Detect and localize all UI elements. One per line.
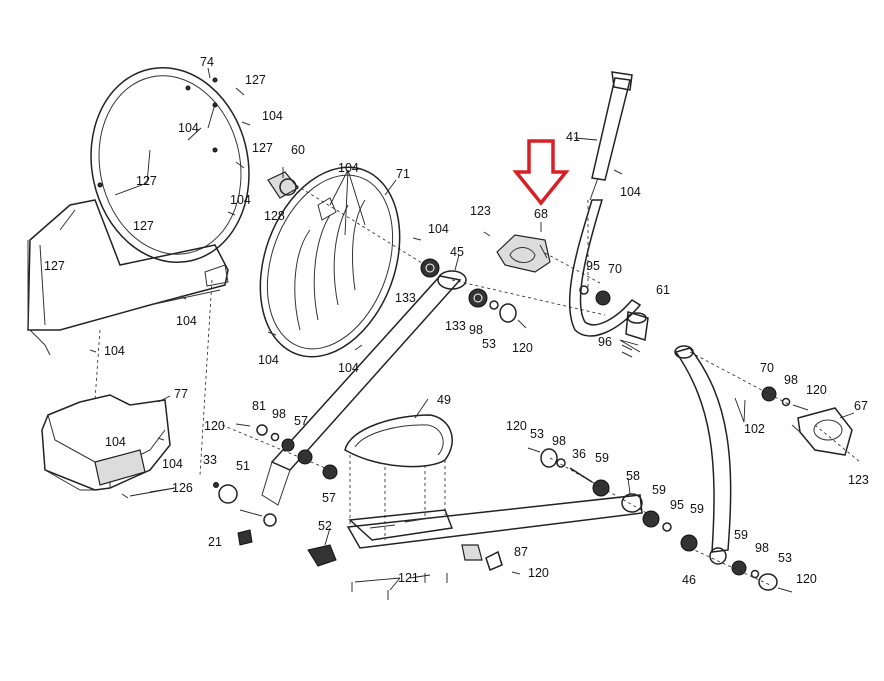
pedal-arm-45 xyxy=(261,270,467,527)
callout-68: 68 xyxy=(534,207,548,221)
callout-45: 45 xyxy=(450,245,464,259)
callout-104: 104 xyxy=(178,121,199,135)
bottom-shroud-77 xyxy=(41,394,171,491)
callout-104: 104 xyxy=(230,193,251,207)
callout-53: 53 xyxy=(530,427,544,441)
callout-59: 59 xyxy=(595,451,609,465)
callout-104: 104 xyxy=(162,457,183,471)
callout-60: 60 xyxy=(291,143,305,157)
callout-70: 70 xyxy=(760,361,774,375)
callout-133: 133 xyxy=(395,291,416,305)
callout-104: 104 xyxy=(338,161,359,175)
washers-98-53 xyxy=(489,300,527,329)
callout-67: 67 xyxy=(854,399,868,413)
callout-133: 133 xyxy=(445,319,466,333)
callout-labels: 74 127 104 104 127 127 104 127 127 104 1… xyxy=(44,55,869,587)
left-pedal-hardware xyxy=(213,423,338,546)
callout-49: 49 xyxy=(437,393,451,407)
callout-127: 127 xyxy=(133,219,154,233)
callout-77: 77 xyxy=(174,387,188,401)
callout-102: 102 xyxy=(744,422,765,436)
leader-lines xyxy=(114,67,855,591)
callout-81: 81 xyxy=(252,399,266,413)
callout-98: 98 xyxy=(755,541,769,555)
lower-arm-46 xyxy=(674,345,732,565)
shroud-71 xyxy=(259,166,401,358)
upper-handlebar-41 xyxy=(568,71,642,337)
callout-57: 57 xyxy=(294,414,308,428)
callout-127: 127 xyxy=(252,141,273,155)
callout-120: 120 xyxy=(806,383,827,397)
callout-74: 74 xyxy=(200,55,214,69)
part-60 xyxy=(267,171,299,199)
callout-41: 41 xyxy=(566,130,580,144)
callout-51: 51 xyxy=(236,459,250,473)
callout-104: 104 xyxy=(104,344,125,358)
callout-71: 71 xyxy=(396,167,410,181)
callout-121: 121 xyxy=(398,571,419,585)
callout-33: 33 xyxy=(203,453,217,467)
callout-98: 98 xyxy=(469,323,483,337)
callout-21: 21 xyxy=(208,535,222,549)
callout-53: 53 xyxy=(482,337,496,351)
callout-120: 120 xyxy=(796,572,817,586)
callout-104: 104 xyxy=(428,222,449,236)
callout-123: 123 xyxy=(470,204,491,218)
callout-95: 95 xyxy=(670,498,684,512)
callout-59: 59 xyxy=(652,483,666,497)
callout-128: 128 xyxy=(264,209,285,223)
pedal-49 xyxy=(344,414,453,468)
callout-120: 120 xyxy=(512,341,533,355)
callout-70: 70 xyxy=(608,262,622,276)
callout-59: 59 xyxy=(690,502,704,516)
bearings-133 xyxy=(420,258,488,308)
callout-120: 120 xyxy=(528,566,549,580)
highlight-arrow xyxy=(512,139,570,206)
callout-96: 96 xyxy=(598,335,612,349)
callout-46: 46 xyxy=(682,573,696,587)
callout-52: 52 xyxy=(318,519,332,533)
callout-98: 98 xyxy=(552,434,566,448)
part-68 xyxy=(496,234,551,273)
callout-95: 95 xyxy=(586,259,600,273)
screw-glyphs xyxy=(89,87,633,600)
callout-36: 36 xyxy=(572,447,586,461)
bushings-95-70 xyxy=(579,285,611,306)
callout-59: 59 xyxy=(734,528,748,542)
callout-98: 98 xyxy=(784,373,798,387)
part-87 xyxy=(485,550,503,572)
right-hardware xyxy=(731,386,809,593)
callout-104: 104 xyxy=(176,314,197,328)
callout-126: 126 xyxy=(172,481,193,495)
callout-104: 104 xyxy=(338,361,359,375)
callout-104: 104 xyxy=(105,435,126,449)
callout-53: 53 xyxy=(778,551,792,565)
callout-58: 58 xyxy=(626,469,640,483)
alignment-lines xyxy=(94,184,861,586)
callout-104: 104 xyxy=(620,185,641,199)
callout-104: 104 xyxy=(262,109,283,123)
left-shroud-74 xyxy=(27,67,250,356)
callout-127: 127 xyxy=(136,174,157,188)
callout-127: 127 xyxy=(44,259,65,273)
callout-104: 104 xyxy=(258,353,279,367)
callout-123: 123 xyxy=(848,473,869,487)
callout-61: 61 xyxy=(656,283,670,297)
callout-120: 120 xyxy=(204,419,225,433)
part-67 xyxy=(791,407,853,456)
part-61 xyxy=(625,311,649,341)
callout-127: 127 xyxy=(245,73,266,87)
callout-98: 98 xyxy=(272,407,286,421)
right-pedal-hardware xyxy=(527,447,698,552)
part-52 xyxy=(307,544,337,567)
callout-120: 120 xyxy=(506,419,527,433)
callout-87: 87 xyxy=(514,545,528,559)
pedal-arm-58 xyxy=(346,493,643,561)
callout-57: 57 xyxy=(322,491,336,505)
